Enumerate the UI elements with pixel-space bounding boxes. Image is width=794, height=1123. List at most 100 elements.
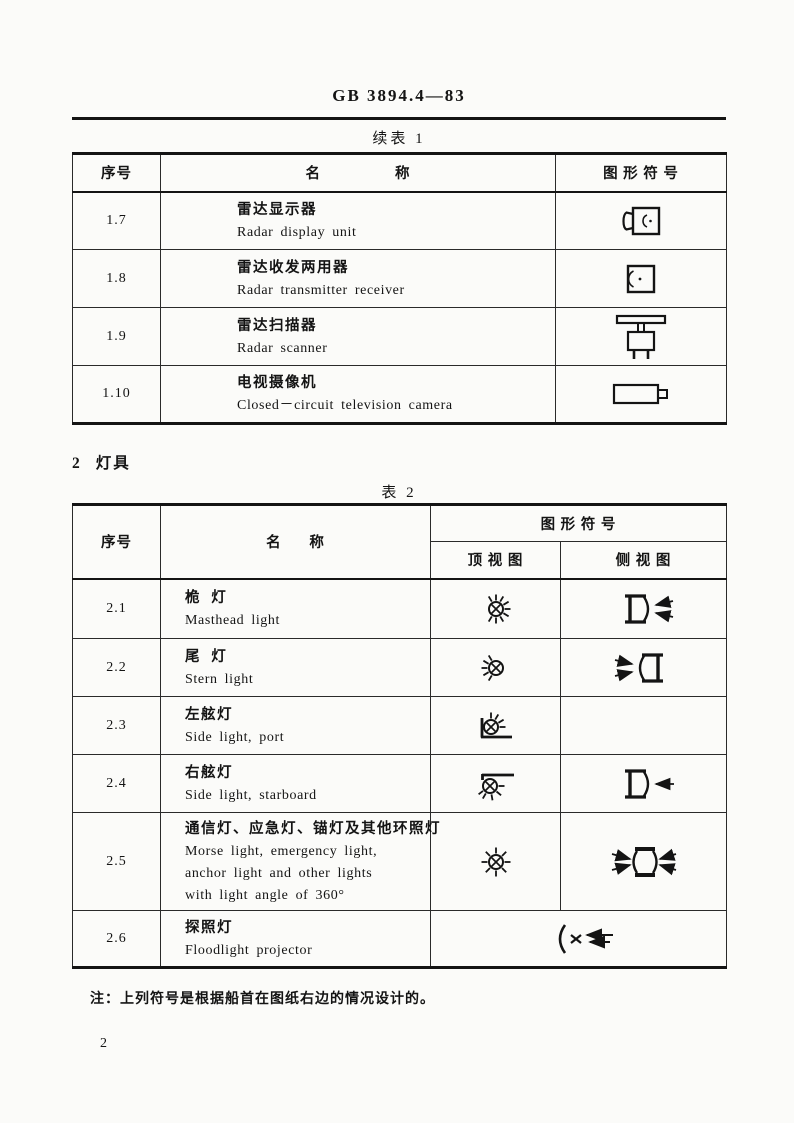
masthead-light-top-view-symbol (487, 594, 510, 624)
row-name: 左舷灯 Side light, port (160, 696, 431, 755)
table-row: 2.1 桅 灯 Masthead light (72, 578, 727, 639)
cctv-camera-symbol (612, 383, 668, 405)
row-side-view (560, 578, 727, 639)
row-top-view (430, 812, 561, 911)
name-en: Radar transmitter receiver (237, 282, 405, 298)
name-en-line1: Morse light, emergency light, (185, 843, 378, 859)
table2-header-no: 序号 (72, 504, 161, 580)
table2-header-symbol-group: 图 形 符 号 (430, 504, 727, 542)
row-no: 1.7 (72, 191, 161, 250)
starboard-side-light-side-view-symbol (624, 768, 674, 799)
name-en: Masthead light (185, 612, 280, 628)
table-row: 1.7 雷达显示器 Radar display unit (72, 191, 727, 250)
row-top-view (430, 696, 561, 755)
row-side-view (560, 754, 727, 813)
table-row: 1.10 电视摄像机 Closed－circuit television cam… (72, 365, 727, 424)
table-row: 2.3 左舷灯 Side light, port (72, 696, 727, 755)
table-row: 2.5 通信灯、应急灯、锚灯及其他环照灯 Morse light, emerge… (72, 812, 727, 911)
row-symbol (555, 365, 727, 424)
row-name: 右舷灯 Side light, starboard (160, 754, 431, 813)
name-zh: 探照灯 (185, 919, 233, 936)
name-zh: 尾 灯 (185, 648, 228, 665)
row-name: 雷达显示器 Radar display unit (160, 191, 556, 250)
name-en: Radar scanner (237, 340, 328, 356)
standard-number: GB 3894.4—83 (332, 86, 466, 105)
row-name: 尾 灯 Stern light (160, 638, 431, 697)
name-zh: 电视摄像机 (237, 375, 317, 391)
row-symbol (430, 910, 727, 968)
table1-header-name: 名 称 (160, 153, 556, 193)
stern-light-top-view-symbol (481, 654, 504, 681)
name-en: Closed－circuit television camera (237, 398, 453, 413)
row-no: 2.5 (72, 812, 161, 911)
name-en: Side light, starboard (185, 787, 317, 803)
section2-title: 灯具 (95, 455, 131, 472)
name-zh: 左舷灯 (185, 706, 233, 723)
row-no: 1.10 (72, 365, 161, 424)
table1-header-symbol: 图 形 符 号 (555, 153, 727, 193)
starboard-side-light-top-view-symbol (477, 773, 514, 800)
row-name: 电视摄像机 Closed－circuit television camera (160, 365, 556, 424)
table2-header-name: 名 称 (160, 504, 431, 580)
name-zh: 雷达显示器 (237, 201, 317, 218)
row-symbol (555, 307, 727, 366)
row-name: 雷达收发两用器 Radar transmitter receiver (160, 249, 556, 308)
table2-caption: 表 2 (381, 485, 417, 501)
name-zh: 雷达收发两用器 (237, 259, 349, 276)
table-row: 2.4 右舷灯 Side light, starboard (72, 754, 727, 813)
stern-light-side-view-symbol (614, 652, 663, 683)
name-zh: 通信灯、应急灯、锚灯及其他环照灯 (185, 820, 441, 837)
row-name: 通信灯、应急灯、锚灯及其他环照灯 Morse light, emergency … (160, 812, 441, 911)
name-en: Radar display unit (237, 224, 357, 240)
table1-caption: 续表 1 (372, 131, 426, 147)
row-no: 2.3 (72, 696, 161, 755)
name-en: Side light, port (185, 729, 285, 745)
name-en: Floodlight projector (185, 942, 313, 958)
row-symbol (555, 191, 727, 250)
page-number: 2 (100, 1036, 107, 1051)
radar-scanner-symbol (615, 314, 667, 359)
row-top-view (430, 578, 561, 639)
header-rule (72, 117, 726, 120)
name-zh: 桅 灯 (185, 589, 228, 606)
row-no: 1.8 (72, 249, 161, 308)
row-no: 1.9 (72, 307, 161, 366)
table-row: 2.6 探照灯 Floodlight projector (72, 910, 727, 968)
floodlight-projector-symbol (558, 923, 613, 954)
radar-transceiver-symbol (626, 264, 656, 293)
all-round-light-top-view-symbol (481, 847, 510, 876)
table2: 序号 名 称 图 形 符 号 顶 视 图 侧 视 图 2.1 桅 灯 Masth… (72, 503, 727, 969)
row-top-view (430, 638, 561, 697)
name-zh: 右舷灯 (185, 764, 233, 781)
page-content: GB 3894.4—83 续表 1 序号 名 称 图 形 符 号 1.7 雷达显… (72, 86, 727, 1052)
radar-display-unit-symbol (622, 206, 661, 235)
table1: 序号 名 称 图 形 符 号 1.7 雷达显示器 Radar display u… (72, 152, 727, 425)
row-side-view (560, 638, 727, 697)
row-no: 2.1 (72, 578, 161, 639)
table2-header-side-view: 侧 视 图 (560, 541, 727, 580)
row-no: 2.4 (72, 754, 161, 813)
row-name: 探照灯 Floodlight projector (160, 910, 431, 968)
all-round-light-side-view-symbol (611, 846, 676, 877)
table1-header-no: 序号 (72, 153, 161, 193)
name-en: Stern light (185, 671, 254, 687)
name-zh: 雷达扫描器 (237, 317, 317, 334)
table2-header-top-view: 顶 视 图 (430, 541, 561, 580)
row-top-view (430, 754, 561, 813)
row-name: 桅 灯 Masthead light (160, 578, 431, 639)
table-row: 2.2 尾 灯 Stern light (72, 638, 727, 697)
name-en-line2: anchor light and other lights (185, 865, 373, 881)
name-en-line3: with light angle of 360° (185, 887, 345, 903)
port-side-light-top-view-symbol (480, 712, 512, 738)
row-no: 2.6 (72, 910, 161, 968)
row-symbol (555, 249, 727, 308)
row-name: 雷达扫描器 Radar scanner (160, 307, 556, 366)
row-side-view (560, 696, 727, 755)
table-row: 1.8 雷达收发两用器 Radar transmitter receiver (72, 249, 727, 308)
table-row: 1.9 雷达扫描器 Radar scanner (72, 307, 727, 366)
masthead-light-side-view-symbol (624, 594, 673, 624)
row-side-view (560, 812, 727, 911)
row-no: 2.2 (72, 638, 161, 697)
